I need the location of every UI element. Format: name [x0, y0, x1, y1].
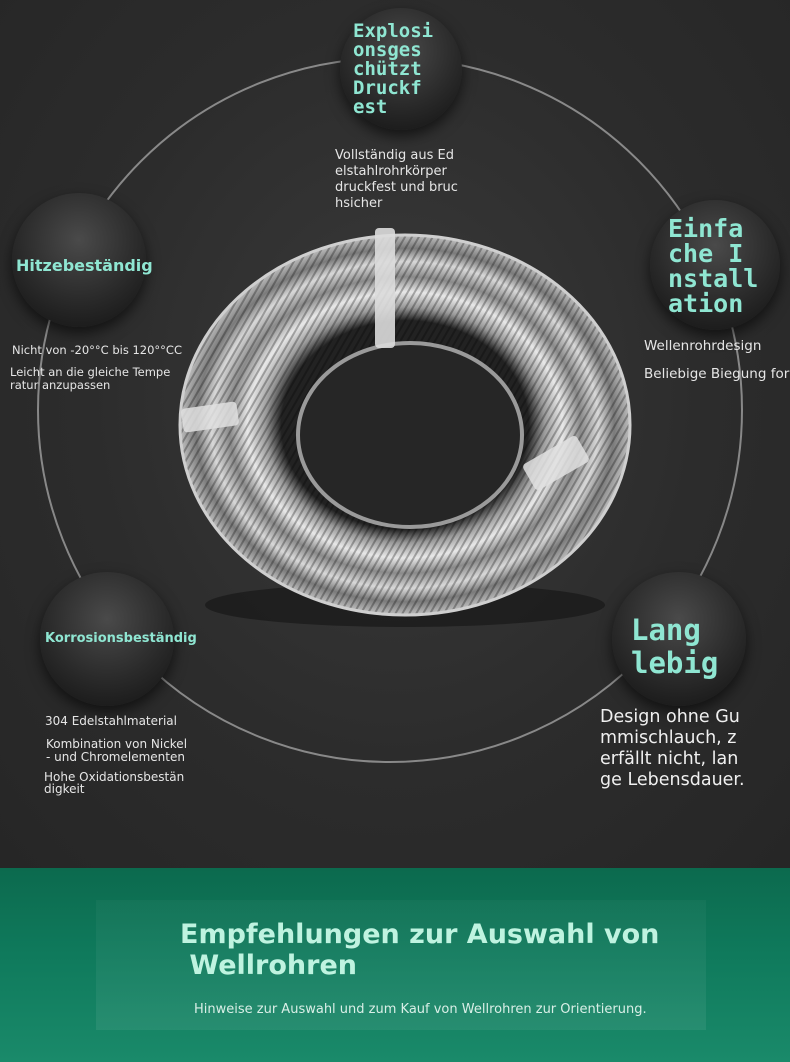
- install-title: Einfa che I nstall ation: [668, 214, 759, 318]
- heat-bubble: [12, 193, 146, 327]
- corrosion-description: 304 Edelstahlmaterial Kombination von Ni…: [44, 714, 188, 796]
- explosion-description: Vollständig aus Ed elstahlrohrkörper dru…: [335, 148, 458, 211]
- install-bubble: [650, 200, 780, 330]
- feature-section: Explosi onsges chützt Druckf est Vollstä…: [0, 0, 790, 868]
- banner-title: Empfehlungen zur Auswahl von Wellrohren: [180, 919, 660, 981]
- corrosion-bubble: [40, 572, 174, 706]
- explosion-bubble: [340, 8, 462, 130]
- install-description: Wellenrohrdesign Beliebige Biegung form: [644, 338, 790, 382]
- hose-coil-image: [178, 228, 632, 627]
- selection-banner: [0, 868, 790, 1062]
- banner-panel: [96, 900, 706, 1030]
- banner-subtitle: Hinweise zur Auswahl und zum Kauf von We…: [194, 1002, 647, 1017]
- durable-bubble: [612, 572, 746, 706]
- durable-description: Design ohne Gu mmischlauch, z erfällt ni…: [600, 707, 745, 790]
- corrosion-title: Korrosionsbeständig: [45, 631, 197, 646]
- durable-title: Lang lebig: [631, 613, 719, 680]
- explosion-title: Explosi onsges chützt Druckf est: [353, 20, 434, 118]
- heat-description: Nicht von -20°°C bis 120°°CC Leicht an d…: [10, 343, 182, 392]
- heat-title: Hitzebeständig: [16, 256, 153, 275]
